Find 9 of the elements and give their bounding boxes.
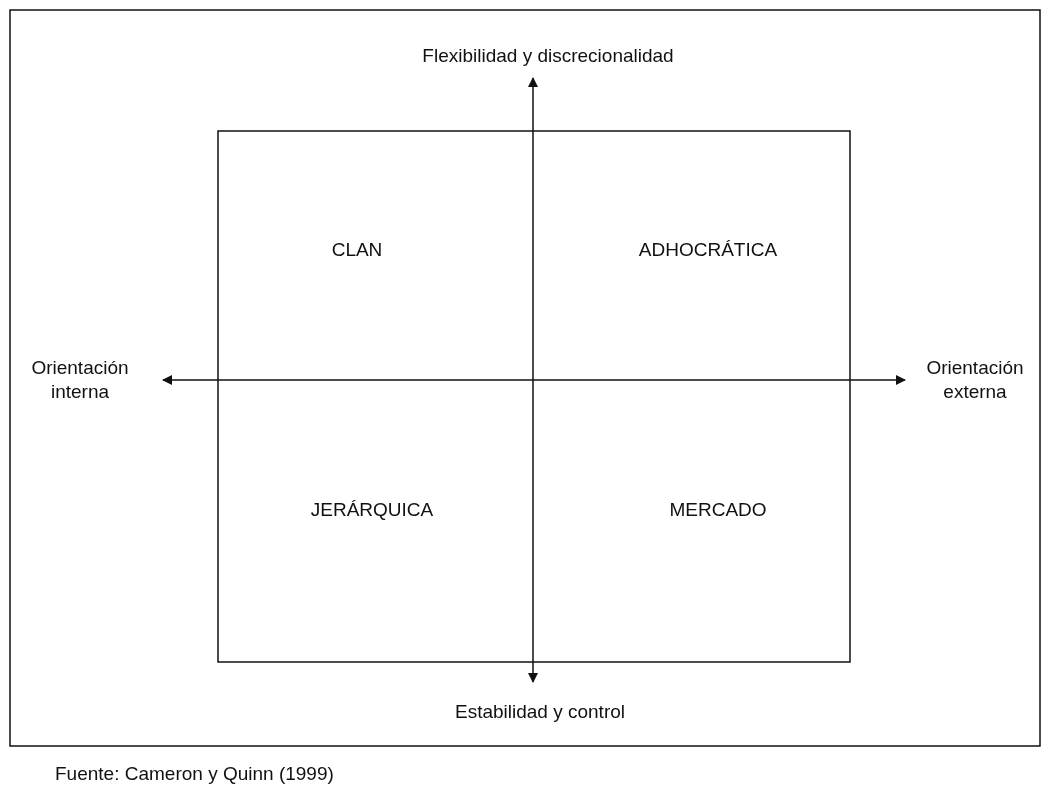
quadrant-label: JERÁRQUICA [310, 498, 434, 522]
axis-label: Orientación interna [30, 356, 130, 404]
quadrant-label: ADHOCRÁTICA [638, 238, 778, 262]
source-caption: Fuente: Cameron y Quinn (1999) [55, 763, 334, 785]
axis-label: Orientación externa [925, 356, 1025, 404]
axis-label: Flexibilidad y discrecionalidad [422, 44, 674, 68]
axis-label: Estabilidad y control [455, 700, 625, 724]
quadrant-label: CLAN [331, 238, 383, 262]
quadrant-label: MERCADO [669, 498, 767, 522]
